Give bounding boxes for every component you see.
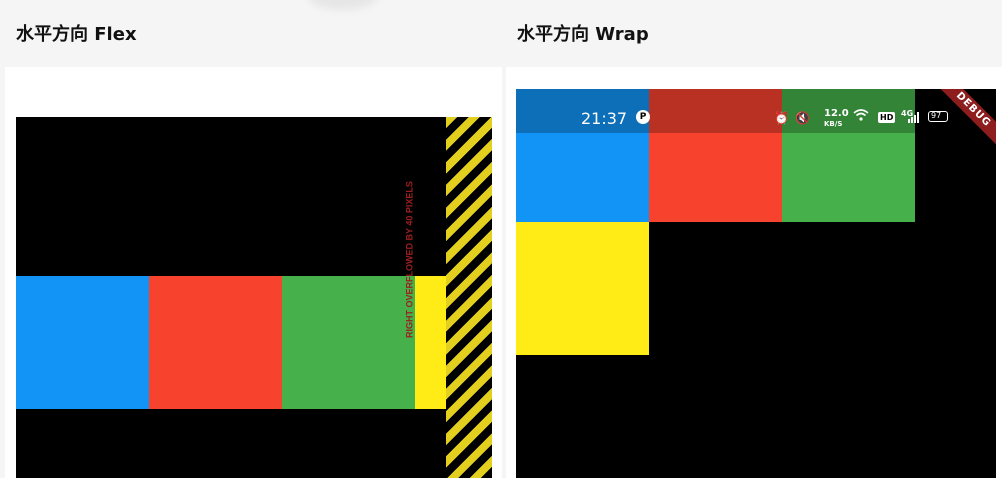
red-box [149,276,282,409]
network-unit: KB/S [824,120,843,128]
signal-icon [908,112,920,126]
wrap-preview: 21:37 P ⏰ 🔇 12.0 KB/S HD 4G 97 DEBUG [516,89,996,478]
green-box [282,276,415,409]
overflow-warning-stripes [446,117,492,478]
network-speed: 12.0 [824,108,849,119]
status-time: 21:37 [581,109,628,128]
flex-panel-title: 水平方向 Flex [16,24,137,45]
header-shadow [308,0,378,10]
green-box [782,89,915,222]
alarm-icon: ⏰ [774,111,789,125]
flex-preview: RIGHT OVERFLOWED BY 40 PIXELS [16,117,492,478]
blue-box [16,276,149,409]
flex-panel: 水平方向 Flex RIGHT OVERFLOWED BY 40 PIXELS [5,0,502,478]
blue-box [516,89,649,222]
notification-icon: P [636,110,650,124]
wifi-icon [853,109,869,125]
battery-level: 97 [931,111,942,120]
overflow-warning-text: RIGHT OVERFLOWED BY 40 PIXELS [404,181,415,338]
battery-icon: 97 [928,111,948,122]
flex-panel-header: 水平方向 Flex [5,0,502,67]
gutter-middle [502,0,506,478]
wrap-panel-header: 水平方向 Wrap [506,0,1002,67]
status-bar: 21:37 P ⏰ 🔇 12.0 KB/S HD 4G 97 [516,89,996,133]
wrap-panel: 水平方向 Wrap 21:37 P ⏰ 🔇 12.0 KB/S HD 4G 97 [506,0,1002,478]
hd-badge: HD [878,112,896,123]
wrap-panel-title: 水平方向 Wrap [517,24,649,45]
mute-icon: 🔇 [795,111,810,125]
gutter-left [0,0,5,478]
yellow-box [516,222,649,355]
red-box [649,89,782,222]
signal-label: 4G [901,109,914,118]
